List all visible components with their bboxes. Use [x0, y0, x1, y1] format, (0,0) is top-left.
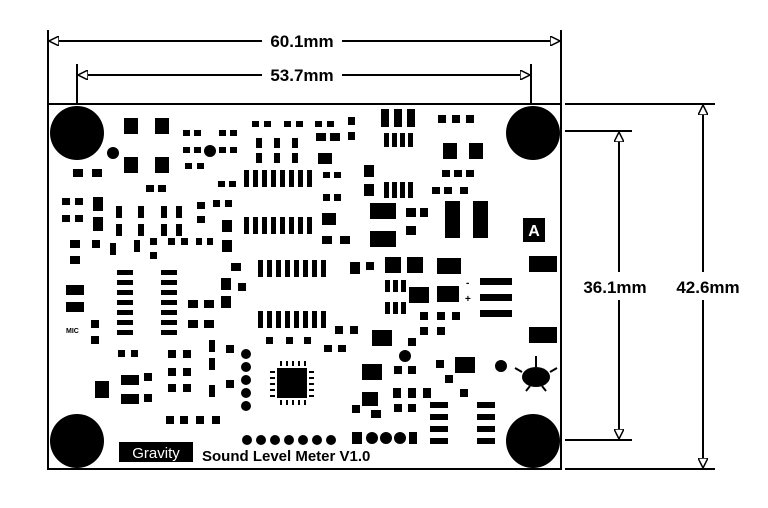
dimension-width-inner-label: 53.7mm	[270, 66, 333, 85]
mounting-hole-bottom-left	[50, 414, 104, 468]
mounting-hole-top-left	[50, 106, 104, 160]
dimension-width-outer: 60.1mm	[47, 30, 562, 108]
dimension-height-outer-label: 42.6mm	[676, 278, 739, 297]
dimension-height-inner: 36.1mm	[565, 130, 647, 441]
mounting-holes	[50, 106, 560, 468]
dimension-height-inner-label: 36.1mm	[583, 278, 646, 297]
dimension-width-inner: 53.7mm	[76, 64, 532, 108]
mounting-hole-bottom-right	[506, 414, 560, 468]
component-footprints	[62, 109, 558, 445]
silk-plus-label: +	[465, 294, 471, 305]
silk-a-label: A	[528, 223, 540, 240]
dimension-height-outer: 42.6mm	[565, 103, 740, 470]
dimension-width-outer-label: 60.1mm	[270, 32, 333, 51]
mounting-hole-top-right	[506, 106, 560, 160]
brand-label: Gravity	[132, 445, 180, 462]
silk-mic-label: MIC	[66, 328, 79, 335]
silk-minus-label: -	[466, 278, 469, 289]
product-name: Sound Level Meter V1.0	[202, 448, 370, 465]
brand-badge: Gravity	[119, 442, 193, 462]
